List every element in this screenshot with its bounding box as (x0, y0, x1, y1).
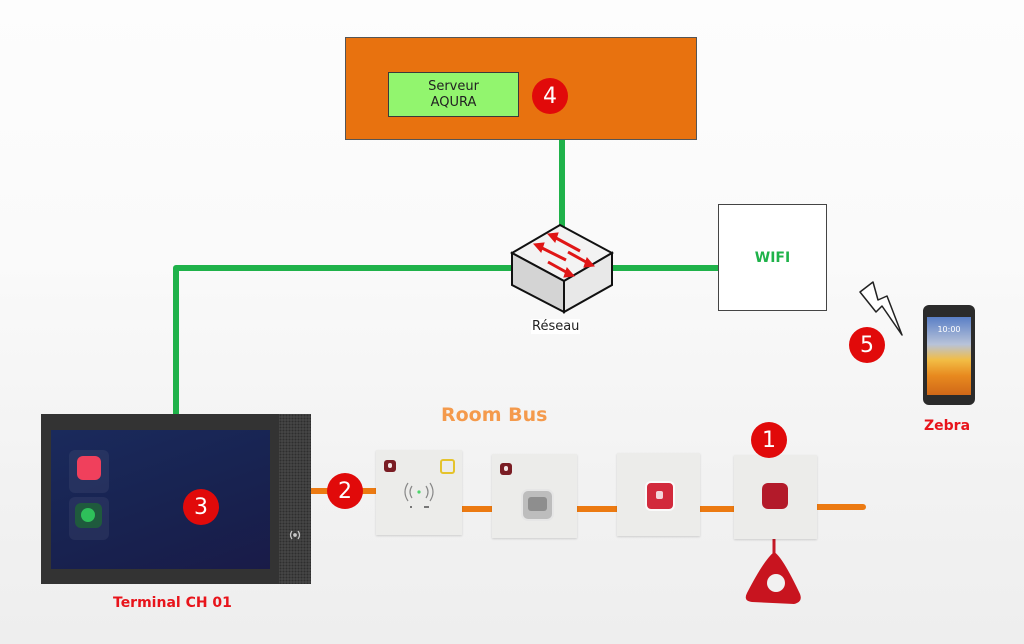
terminal-screen (51, 430, 270, 569)
alarm-icon (656, 491, 663, 499)
server-aqura-box[interactable]: Serveur AQURA (388, 72, 519, 117)
alarm-mini-icon (500, 463, 512, 475)
terminal-tile-call[interactable] (69, 450, 109, 493)
room-bus-label: Room Bus (441, 404, 548, 426)
call-button[interactable] (645, 481, 675, 511)
room-panel-connector[interactable] (492, 454, 577, 538)
wireless-signal-icon (859, 281, 903, 336)
ethernet-line-switch-to-terminal (173, 265, 515, 414)
zebra-phone-icon[interactable]: 10:00 (923, 305, 975, 405)
room-panel-badge-reader[interactable] (376, 450, 462, 535)
terminal-speaker-grille (279, 414, 311, 584)
nfc-icon (289, 530, 301, 540)
wifi-access-point[interactable]: WIFI (718, 204, 827, 311)
status-indicator-icon (440, 459, 455, 474)
zebra-label: Zebra (924, 418, 971, 434)
room-panel-call-button[interactable] (617, 453, 700, 536)
phone-time: 10:00 (937, 325, 961, 334)
alarm-mini-icon (384, 460, 396, 472)
presence-button-bg (75, 503, 102, 528)
badge-1: 1 (751, 422, 787, 458)
server-label-line1: Serveur (428, 78, 479, 94)
phone-screen: 10:00 (927, 317, 971, 395)
cord-socket-icon (521, 489, 554, 521)
terminal-tile-presence[interactable] (69, 497, 109, 540)
network-switch-label: Réseau (531, 319, 581, 334)
badge-2: 2 (327, 473, 363, 509)
badge-5: 5 (849, 327, 885, 363)
server-label-line2: AQURA (430, 94, 477, 110)
network-switch-icon[interactable] (509, 223, 615, 314)
badge-3: 3 (183, 489, 219, 525)
terminal-device[interactable] (41, 414, 279, 584)
wifi-label: WIFI (754, 249, 791, 266)
room-panel-pull-cord[interactable] (734, 455, 817, 539)
call-button-icon (77, 456, 101, 480)
pull-cord-button[interactable] (762, 483, 788, 509)
pull-cord-triangle-handle[interactable] (745, 552, 801, 604)
terminal-label: Terminal CH 01 (113, 595, 232, 611)
rfid-icon (404, 482, 434, 502)
badge-4: 4 (532, 78, 568, 114)
presence-button-icon (81, 508, 95, 522)
